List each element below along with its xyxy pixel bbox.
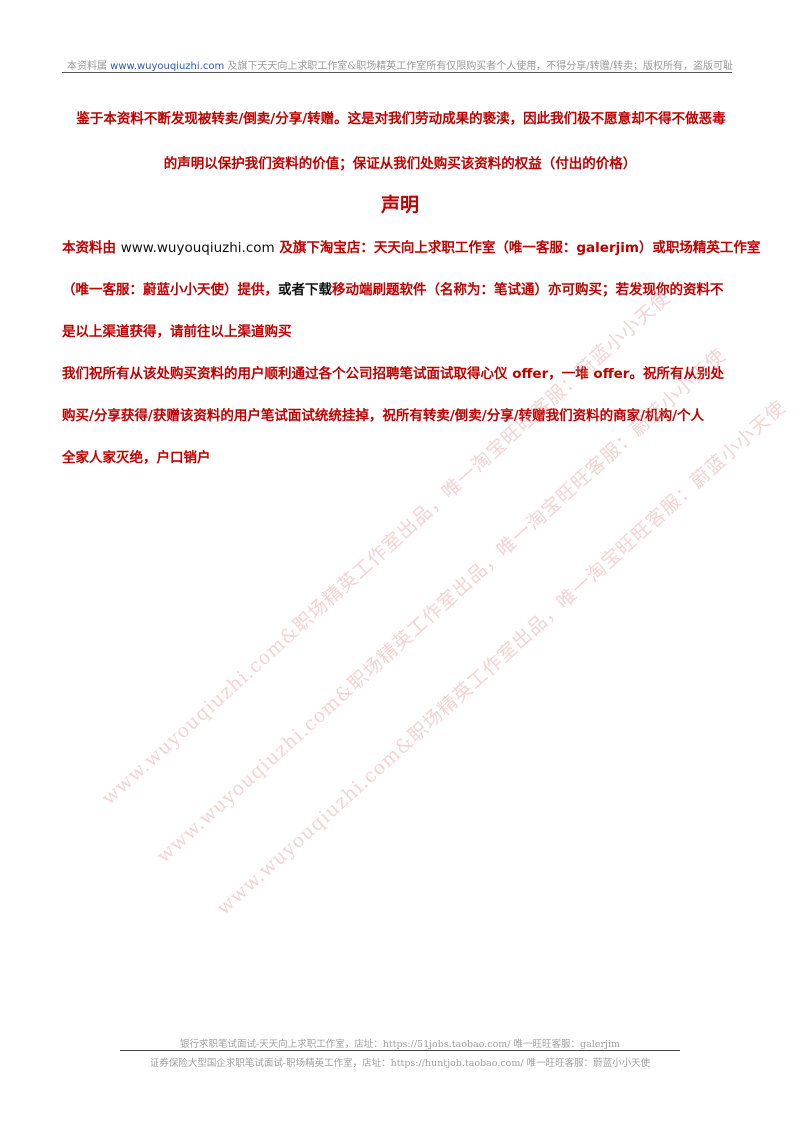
body-line-3: 是以上渠道获得，请前往以上渠道购买: [62, 324, 292, 340]
footer-line-2: 证券保险大型国企求职笔试面试-职场精英工作室，店址：https://huntjo…: [149, 1058, 651, 1069]
footer-divider: [120, 1050, 680, 1051]
body-line-2-c: 移动端刷题软件（名称为：笔试通）亦可购买；若发现你的资料不: [332, 282, 724, 298]
body-line-6: 全家人家灭绝，户口销户: [62, 450, 211, 466]
notice-line-1: 鉴于本资料不断发现被转卖/倒卖/分享/转赠。这是对我们劳动成果的亵渎，因此我们极…: [76, 111, 726, 127]
header-suffix: 及旗下天天向上求职工作室&职场精英工作室所有仅限购买者个人使用，不得分享/转赠/…: [224, 61, 734, 72]
body-line-2-a: （唯一客服：蔚蓝小小天使）提供，: [62, 282, 278, 298]
header-site-link[interactable]: www.wuyouqiuzhi.com: [110, 61, 225, 72]
page-title: 声明: [380, 194, 419, 216]
body-line-2-b: 或者下载: [278, 282, 332, 298]
body-line-1-a: 本资料由: [62, 240, 121, 256]
page-header: 本资料属 www.wuyouqiuzhi.com 及旗下天天向上求职工作室&职场…: [0, 57, 800, 72]
header-prefix: 本资料属: [66, 61, 111, 72]
body-line-2: （唯一客服：蔚蓝小小天使）提供，或者下载移动端刷题软件（名称为：笔试通）亦可购买…: [62, 278, 724, 298]
body-line-1: 本资料由 www.wuyouqiuzhi.com 及旗下淘宝店：天天向上求职工作…: [62, 236, 760, 256]
body-line-4: 我们祝所有从该处购买资料的用户顺利通过各个公司招聘笔试面试取得心仪 offer，…: [62, 366, 724, 382]
body-line-1-b: 及旗下淘宝店：天天向上求职工作室（唯一客服：galerjim）或职场精英工作室: [274, 240, 761, 256]
watermark-line-3: www.wuyouqiuzhi.com&职场精英工作室出品，唯一淘宝旺旺客服：蔚…: [212, 396, 791, 920]
header-divider: [62, 72, 732, 73]
footer-line-1: 银行求职笔试面试-天天向上求职工作室，店址：https://51jobs.tao…: [180, 1039, 620, 1050]
body-site-link[interactable]: www.wuyouqiuzhi.com: [120, 240, 275, 256]
notice-line-2: 的声明以保护我们资料的价值；保证从我们处购买该资料的权益（付出的价格）: [163, 156, 637, 172]
body-line-5: 购买/分享获得/获赠该资料的用户笔试面试统统挂掉，祝所有转卖/倒卖/分享/转赠我…: [62, 408, 705, 424]
